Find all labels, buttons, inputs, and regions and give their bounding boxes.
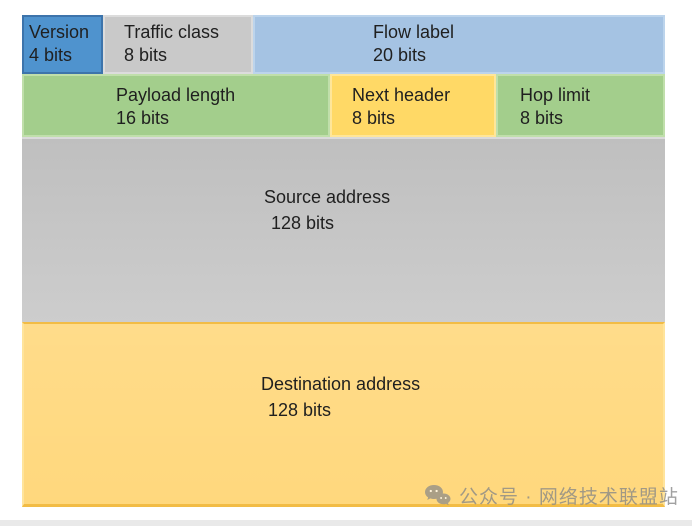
field-next-header-text: Next header 8 bits xyxy=(352,84,494,130)
field-label: Source address xyxy=(264,187,391,207)
field-bits: 8 bits xyxy=(352,108,396,128)
field-label: Payload length xyxy=(116,85,236,105)
field-label: Hop limit xyxy=(520,85,591,105)
field-bits: 20 bits xyxy=(373,45,427,65)
field-hop-limit-text: Hop limit 8 bits xyxy=(520,84,663,130)
field-source-address: Source address 128 bits xyxy=(22,137,665,322)
field-bits: 128 bits xyxy=(271,213,335,233)
watermark-text: 公众号 · 网络技术联盟站 xyxy=(459,486,679,508)
field-traffic-class: Traffic class 8 bits xyxy=(103,15,253,74)
field-bits: 8 bits xyxy=(124,45,168,65)
field-label: Next header xyxy=(352,85,451,105)
field-payload-length: Payload length 16 bits xyxy=(22,74,330,137)
field-payload-length-text: Payload length 16 bits xyxy=(116,84,328,130)
field-next-header: Next header 8 bits xyxy=(330,74,496,137)
wechat-icon xyxy=(425,484,451,505)
field-label: Destination address xyxy=(261,374,421,394)
field-version: Version 4 bits xyxy=(22,15,103,74)
field-bits: 16 bits xyxy=(116,108,170,128)
field-flow-label: Flow label 20 bits xyxy=(253,15,665,74)
bottom-edge-strip xyxy=(0,520,692,526)
field-flow-label-text: Flow label 20 bits xyxy=(373,21,663,67)
field-label: Flow label xyxy=(373,22,455,42)
field-label: Version xyxy=(29,22,90,42)
field-bits: 8 bits xyxy=(520,108,564,128)
watermark: 公众号 · 网络技术联盟站 xyxy=(424,482,679,508)
field-label: Traffic class xyxy=(124,22,220,42)
field-traffic-class-text: Traffic class 8 bits xyxy=(124,21,251,67)
field-version-text: Version 4 bits xyxy=(29,21,101,67)
field-destination-address-text: Destination address 128 bits xyxy=(261,371,663,423)
field-hop-limit: Hop limit 8 bits xyxy=(496,74,665,137)
ipv6-header-diagram: Version 4 bits Traffic class 8 bits Flow… xyxy=(22,15,665,507)
field-bits: 4 bits xyxy=(29,45,73,65)
field-source-address-text: Source address 128 bits xyxy=(264,184,665,236)
field-bits: 128 bits xyxy=(268,400,332,420)
field-destination-address: Destination address 128 bits xyxy=(22,322,665,507)
